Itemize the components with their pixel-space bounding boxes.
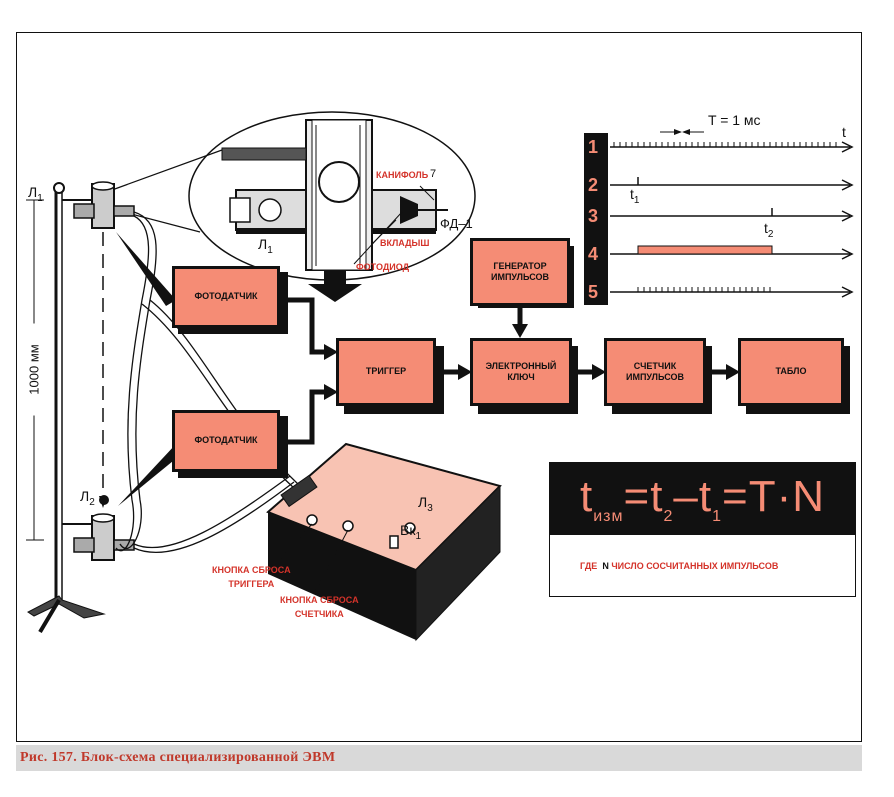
formula-product: T·N	[748, 472, 825, 522]
ball-icon	[99, 495, 109, 505]
timing-row-1: 1	[588, 137, 599, 157]
fd1-label: ФД–1	[440, 216, 473, 231]
counter-label: СЧЕТЧИК ИМПУЛЬСОВ	[625, 360, 685, 382]
part-number-label: 7	[430, 168, 437, 180]
counter-block: СЧЕТЧИК ИМПУЛЬСОВ	[604, 338, 706, 406]
trigger-block: ТРИГГЕР	[336, 338, 436, 406]
photosensor-top-block: ФОТОДАТЧИК	[172, 266, 280, 328]
generator-label: ГЕНЕРАТОР ИМПУЛЬСОВ	[490, 260, 550, 282]
sensor-arrow-bottom-icon	[118, 444, 184, 506]
formula-t-meas-sub: изм	[593, 507, 624, 525]
t2-text: t	[764, 220, 768, 236]
photosensor-bottom-block: ФОТОДАТЧИК	[172, 410, 280, 472]
sensor-arrow-top-icon	[116, 232, 176, 306]
trigger-label: ТРИГГЕР	[365, 366, 407, 377]
l2-text: Л	[80, 488, 90, 504]
formula-box: tизм=t2–t1=T·N ГДЕ N ЧИСЛО СОСЧИТАННЫХ И…	[549, 462, 856, 597]
gate-pulse	[637, 245, 773, 255]
photodiode-label: ФОТОДИОД	[356, 262, 410, 272]
electronic-key-label: ЭЛЕКТРОННЫЙ КЛЮЧ	[485, 360, 557, 382]
detail-lamp-sub: 1	[267, 244, 273, 256]
display-label: ТАБЛО	[775, 366, 807, 377]
reset-trigger-label: КНОПКА СБРОСА ТРИГГЕРА	[212, 565, 291, 589]
t2-label: t2	[764, 220, 773, 240]
timing-row-4: 4	[588, 244, 599, 264]
formula-t1-sub: 1	[712, 507, 722, 525]
formula-note-text: ЧИСЛО СОСЧИТАННЫХ ИМПУЛЬСОВ	[611, 561, 779, 571]
insert-label: ВКЛАДЫШ	[380, 238, 430, 248]
formula-note: ГДЕ N ЧИСЛО СОСЧИТАННЫХ ИМПУЛЬСОВ	[580, 561, 778, 571]
formula-minus: –	[673, 472, 699, 522]
timing-row-3: 3	[588, 206, 599, 226]
formula-eq2: =	[721, 472, 749, 522]
l3-sub: 3	[427, 502, 433, 514]
formula-t-meas: t	[580, 472, 594, 522]
clock-ticks-row1	[613, 142, 837, 147]
period-label: T = 1 мс	[708, 112, 761, 128]
formula-note-var: N	[602, 561, 609, 571]
timing-row-strip	[584, 133, 608, 305]
reset-counter-label: КНОПКА СБРОСА СЧЕТЧИКА	[280, 595, 359, 619]
formula-band: tизм=t2–t1=T·N	[550, 463, 855, 535]
timing-row-5: 5	[588, 282, 599, 302]
switch-vk1	[389, 535, 399, 549]
formula-eq1: =	[623, 472, 651, 522]
down-arrow-icon	[308, 270, 362, 302]
l1-label: Л1	[28, 184, 43, 204]
formula-t2-sub: 2	[663, 507, 674, 525]
formula-text: tизм=t2–t1=T·N	[580, 472, 825, 526]
photosensor-bottom-label: ФОТОДАТЧИК	[194, 435, 258, 446]
l3-text: Л	[418, 494, 428, 510]
figure-caption: Рис. 157. Блок-схема специализированной …	[16, 745, 862, 771]
photosensor-top-label: ФОТОДАТЧИК	[194, 291, 258, 302]
display-block: ТАБЛО	[738, 338, 844, 406]
lamp-l3	[404, 522, 416, 534]
vk1-label: Вк1	[400, 522, 421, 542]
l2-sub: 2	[89, 496, 95, 508]
clock-ticks-row5	[637, 287, 771, 292]
height-dimension-label: 1000 мм	[26, 323, 42, 416]
formula-note-prefix: ГДЕ	[580, 561, 598, 571]
electronic-key-block: ЭЛЕКТРОННЫЙ КЛЮЧ	[470, 338, 572, 406]
l2-label: Л2	[80, 488, 95, 508]
formula-t1: t	[698, 472, 713, 522]
detail-lamp-label: Л1	[258, 236, 273, 256]
l1-sub: 1	[37, 192, 43, 204]
t1-label: t1	[630, 186, 639, 206]
generator-block: ГЕНЕРАТОР ИМПУЛЬСОВ	[470, 238, 570, 306]
reset-trigger-button	[306, 514, 318, 526]
reset-counter-button	[342, 520, 354, 532]
stand-drawing	[26, 181, 135, 634]
vk1-text: Вк	[400, 522, 416, 538]
t1-sub: 1	[633, 194, 640, 206]
l3-label: Л3	[418, 494, 433, 514]
formula-t2: t	[650, 472, 664, 522]
vk1-sub: 1	[415, 530, 422, 542]
callout-line-top	[111, 149, 223, 191]
t2-sub: 2	[767, 228, 774, 240]
t1-text: t	[630, 186, 634, 202]
timing-lines	[610, 146, 850, 293]
timing-row-2: 2	[588, 175, 599, 195]
rosin-label: КАНИФОЛЬ	[376, 170, 429, 180]
l1-text: Л	[28, 184, 38, 200]
time-axis-label: t	[842, 124, 846, 140]
detail-lamp-text: Л	[258, 236, 268, 252]
sensor-detail-drawing	[221, 119, 448, 271]
console-drawing	[266, 442, 502, 642]
figure-frame	[16, 32, 862, 742]
